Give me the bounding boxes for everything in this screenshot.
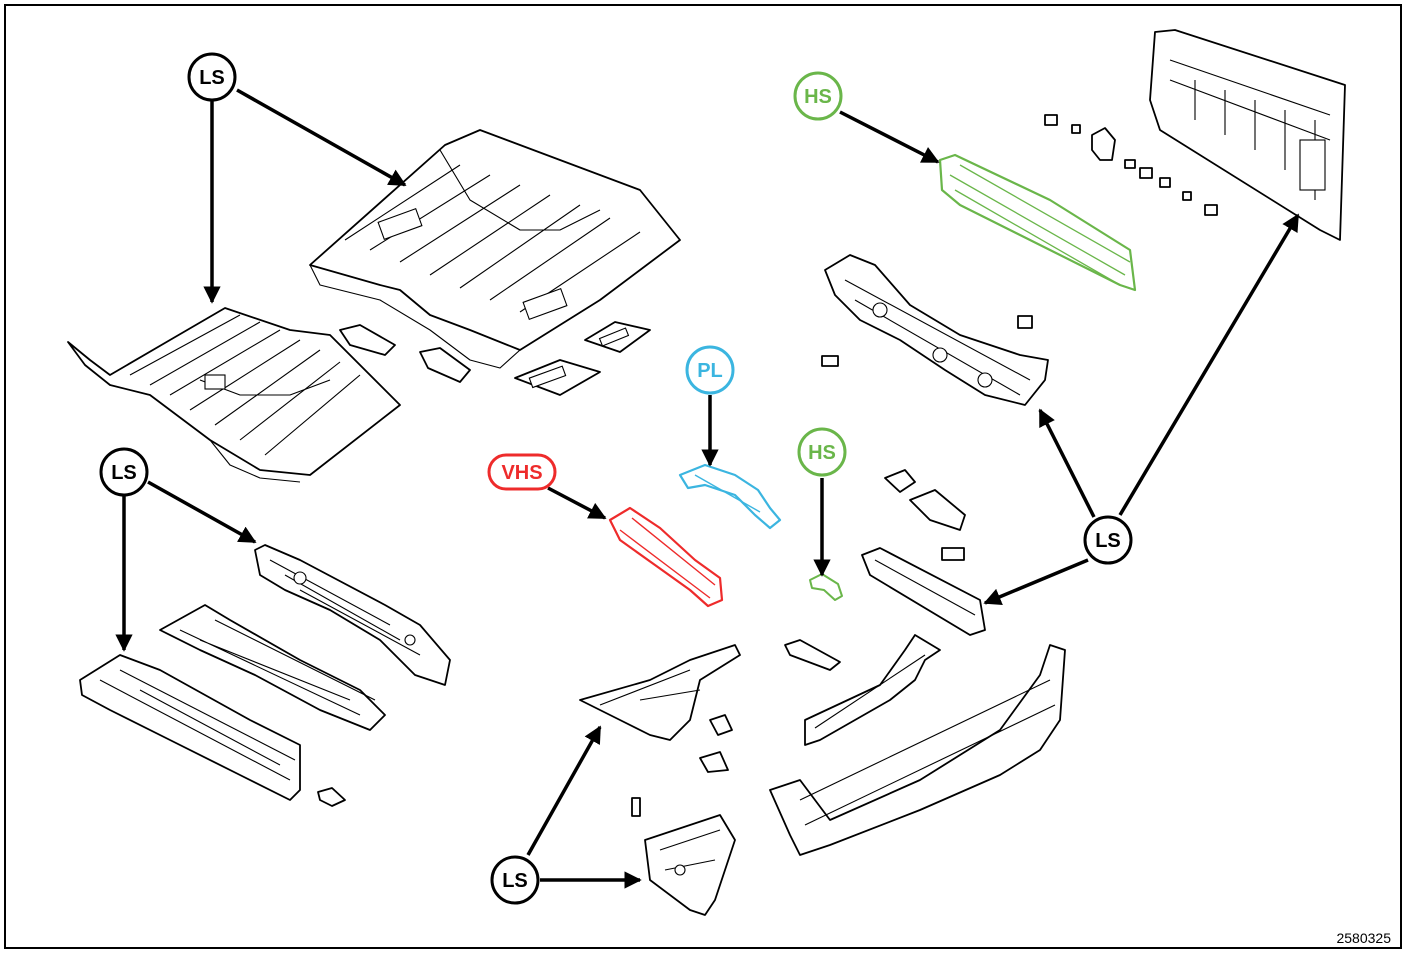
vhs-reinforcement-part (608, 506, 724, 608)
arrow-hs-1 (839, 110, 940, 164)
callout-ls-1-label: LS (199, 67, 225, 89)
arrow-ls-2-b (147, 480, 257, 544)
callout-ls-3: LS (490, 855, 540, 905)
callout-vhs-1: VHS (487, 453, 557, 491)
arrow-ls-4-a (983, 558, 1089, 606)
outer-rocker (769, 644, 1066, 856)
left-rail-upper (254, 544, 451, 686)
rear-end-panel (1149, 29, 1346, 241)
callout-ls-4-label: LS (1095, 530, 1121, 552)
hs-cross-member-part (938, 153, 1137, 292)
callout-pl-1: PL (685, 345, 735, 395)
callout-vhs-1-label: VHS (501, 462, 542, 484)
callout-ls-2-label: LS (111, 462, 137, 484)
pl-bracket-part (678, 463, 782, 530)
callout-ls-1: LS (187, 52, 237, 102)
arrow-ls-4-c (1118, 213, 1300, 516)
arrow-ls-4-b (1038, 408, 1096, 518)
callout-hs-1: HS (793, 71, 843, 121)
figure-number: 2580325 (1336, 930, 1391, 946)
callout-hs-2-label: HS (808, 442, 836, 464)
arrow-ls-3-a (526, 725, 602, 856)
callout-hs-2: HS (797, 427, 847, 477)
centre-pillar-lower (579, 639, 841, 773)
diagram-frame (4, 4, 1402, 949)
callout-ls-3-label: LS (502, 870, 528, 892)
callout-arrows (115, 88, 1300, 889)
front-floor-pan (67, 307, 401, 483)
rear-panel-clips (1044, 114, 1218, 216)
hs-small-bracket-part (809, 573, 843, 601)
callout-pl-1-label: PL (697, 360, 723, 382)
rear-floor-small-brackets (339, 321, 651, 396)
left-rail-lower (79, 654, 346, 807)
callout-hs-1-label: HS (804, 86, 832, 108)
arrow-vhs-1 (547, 486, 607, 520)
left-rail-middle (159, 604, 386, 731)
callout-ls-2: LS (99, 447, 149, 497)
inner-rocker (804, 634, 941, 746)
rear-cross-member (821, 254, 1049, 406)
right-small-brackets (861, 469, 986, 636)
b-pillar-inner (631, 797, 736, 916)
callout-ls-4: LS (1083, 515, 1133, 565)
arrow-ls-1-b (236, 88, 407, 187)
